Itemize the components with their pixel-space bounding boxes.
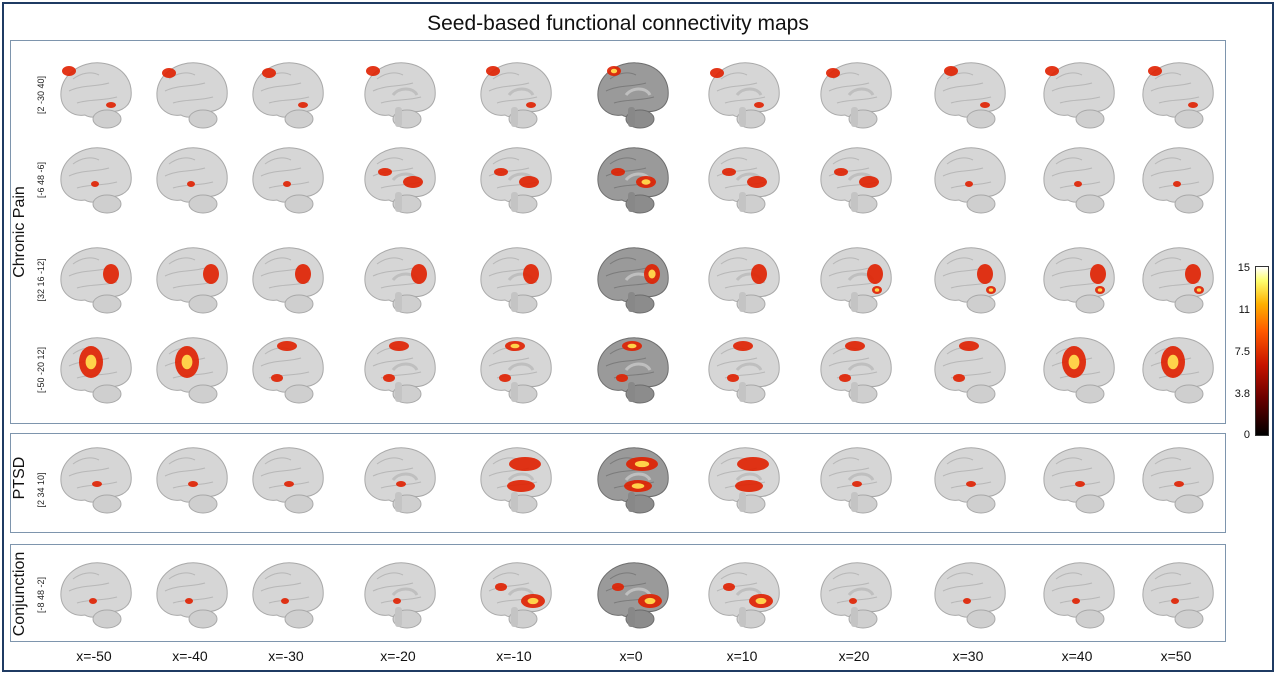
brain-slice-chronic-pain-seed-2 bbox=[51, 142, 137, 223]
seed-label-conjunction: [-8 48 -2] bbox=[36, 576, 46, 614]
brain-slice-chronic-pain-seed-1 bbox=[1133, 57, 1219, 138]
x-position-label: x=30 bbox=[952, 648, 984, 664]
colorbar-tick: 0 bbox=[1243, 429, 1250, 441]
x-position-label: x=-10 bbox=[496, 648, 532, 664]
brain-slice-chronic-pain-seed-2 bbox=[699, 142, 785, 223]
x-position-label: x=-30 bbox=[268, 648, 304, 664]
brain-slice-chronic-pain-seed-3 bbox=[588, 242, 674, 323]
group-label-conjunction: Conjunction bbox=[11, 551, 28, 637]
brain-slice-chronic-pain-seed-4 bbox=[588, 332, 674, 413]
brain-slice-chronic-pain-seed-3 bbox=[1034, 242, 1120, 323]
brain-slice-conjunction-seed bbox=[588, 557, 674, 638]
brain-slice-chronic-pain-seed-1 bbox=[1034, 57, 1120, 138]
brain-slice-chronic-pain-seed-4 bbox=[699, 332, 785, 413]
brain-slice-chronic-pain-seed-3 bbox=[925, 242, 1011, 323]
brain-slice-chronic-pain-seed-2 bbox=[147, 142, 233, 223]
figure-title: Seed-based functional connectivity maps bbox=[427, 12, 809, 35]
brain-slice-chronic-pain-seed-2 bbox=[1034, 142, 1120, 223]
seed-label-cp4: [-50 -20 12] bbox=[36, 346, 46, 394]
colorbar-tick: 11 bbox=[1238, 304, 1250, 316]
brain-slice-chronic-pain-seed-3 bbox=[699, 242, 785, 323]
brain-slice-conjunction-seed bbox=[925, 557, 1011, 638]
brain-slice-ptsd-seed bbox=[699, 442, 785, 523]
brain-slice-chronic-pain-seed-3 bbox=[147, 242, 233, 323]
brain-slice-ptsd-seed bbox=[355, 442, 441, 523]
brain-slice-chronic-pain-seed-1 bbox=[699, 57, 785, 138]
brain-slice-chronic-pain-seed-1 bbox=[811, 57, 897, 138]
brain-slice-chronic-pain-seed-4 bbox=[147, 332, 233, 413]
brain-slice-chronic-pain-seed-4 bbox=[243, 332, 329, 413]
brain-slice-chronic-pain-seed-3 bbox=[471, 242, 557, 323]
x-position-label: x=50 bbox=[1160, 648, 1192, 664]
brain-slice-conjunction-seed bbox=[699, 557, 785, 638]
brain-slice-chronic-pain-seed-1 bbox=[51, 57, 137, 138]
brain-slice-chronic-pain-seed-3 bbox=[1133, 242, 1219, 323]
brain-slice-chronic-pain-seed-3 bbox=[51, 242, 137, 323]
colorbar bbox=[1255, 266, 1269, 436]
brain-slice-chronic-pain-seed-4 bbox=[1133, 332, 1219, 413]
brain-slice-conjunction-seed bbox=[811, 557, 897, 638]
brain-slice-chronic-pain-seed-4 bbox=[471, 332, 557, 413]
brain-slice-conjunction-seed bbox=[1034, 557, 1120, 638]
group-label-ptsd: PTSD bbox=[11, 456, 28, 500]
brain-slice-chronic-pain-seed-3 bbox=[355, 242, 441, 323]
brain-slice-chronic-pain-seed-4 bbox=[355, 332, 441, 413]
brain-slice-chronic-pain-seed-2 bbox=[925, 142, 1011, 223]
x-position-label: x=0 bbox=[619, 648, 643, 664]
brain-slice-chronic-pain-seed-1 bbox=[925, 57, 1011, 138]
brain-slice-ptsd-seed bbox=[243, 442, 329, 523]
seed-label-cp2: [-6 48 -6] bbox=[36, 161, 46, 199]
brain-slice-chronic-pain-seed-1 bbox=[471, 57, 557, 138]
brain-slice-ptsd-seed bbox=[925, 442, 1011, 523]
brain-slice-conjunction-seed bbox=[51, 557, 137, 638]
brain-slice-chronic-pain-seed-3 bbox=[243, 242, 329, 323]
brain-slice-chronic-pain-seed-1 bbox=[588, 57, 674, 138]
colorbar-tick: 3.8 bbox=[1234, 388, 1250, 400]
brain-slice-ptsd-seed bbox=[1034, 442, 1120, 523]
colorbar-tick: 7.5 bbox=[1234, 346, 1250, 358]
seed-label-cp1: [2 -30 40] bbox=[36, 75, 46, 115]
brain-slice-chronic-pain-seed-2 bbox=[588, 142, 674, 223]
brain-slice-conjunction-seed bbox=[355, 557, 441, 638]
brain-slice-chronic-pain-seed-4 bbox=[1034, 332, 1120, 413]
brain-slice-ptsd-seed bbox=[471, 442, 557, 523]
brain-slice-chronic-pain-seed-1 bbox=[355, 57, 441, 138]
brain-slice-chronic-pain-seed-2 bbox=[811, 142, 897, 223]
brain-slice-chronic-pain-seed-3 bbox=[811, 242, 897, 323]
brain-slice-chronic-pain-seed-1 bbox=[147, 57, 233, 138]
x-position-label: x=-50 bbox=[76, 648, 112, 664]
x-position-label: x=-40 bbox=[172, 648, 208, 664]
brain-slice-chronic-pain-seed-2 bbox=[471, 142, 557, 223]
brain-slice-conjunction-seed bbox=[243, 557, 329, 638]
brain-slice-ptsd-seed bbox=[1133, 442, 1219, 523]
brain-slice-ptsd-seed bbox=[51, 442, 137, 523]
brain-slice-chronic-pain-seed-4 bbox=[811, 332, 897, 413]
brain-slice-ptsd-seed bbox=[811, 442, 897, 523]
colorbar-tick: 15 bbox=[1237, 262, 1250, 274]
brain-slice-ptsd-seed bbox=[588, 442, 674, 523]
seed-label-cp3: [32 16 -12] bbox=[36, 258, 46, 302]
brain-slice-chronic-pain-seed-1 bbox=[243, 57, 329, 138]
x-position-label: x=20 bbox=[838, 648, 870, 664]
x-position-label: x=-20 bbox=[380, 648, 416, 664]
brain-slice-chronic-pain-seed-2 bbox=[1133, 142, 1219, 223]
brain-slice-chronic-pain-seed-4 bbox=[925, 332, 1011, 413]
brain-slice-chronic-pain-seed-2 bbox=[355, 142, 441, 223]
seed-label-ptsd: [2 34 10] bbox=[36, 472, 46, 508]
brain-slice-ptsd-seed bbox=[147, 442, 233, 523]
x-position-label: x=10 bbox=[726, 648, 758, 664]
group-label-chronic-pain: Chronic Pain bbox=[11, 186, 28, 278]
brain-slice-chronic-pain-seed-2 bbox=[243, 142, 329, 223]
brain-slice-conjunction-seed bbox=[471, 557, 557, 638]
x-position-label: x=40 bbox=[1061, 648, 1093, 664]
brain-slice-conjunction-seed bbox=[147, 557, 233, 638]
brain-slice-conjunction-seed bbox=[1133, 557, 1219, 638]
brain-slice-chronic-pain-seed-4 bbox=[51, 332, 137, 413]
